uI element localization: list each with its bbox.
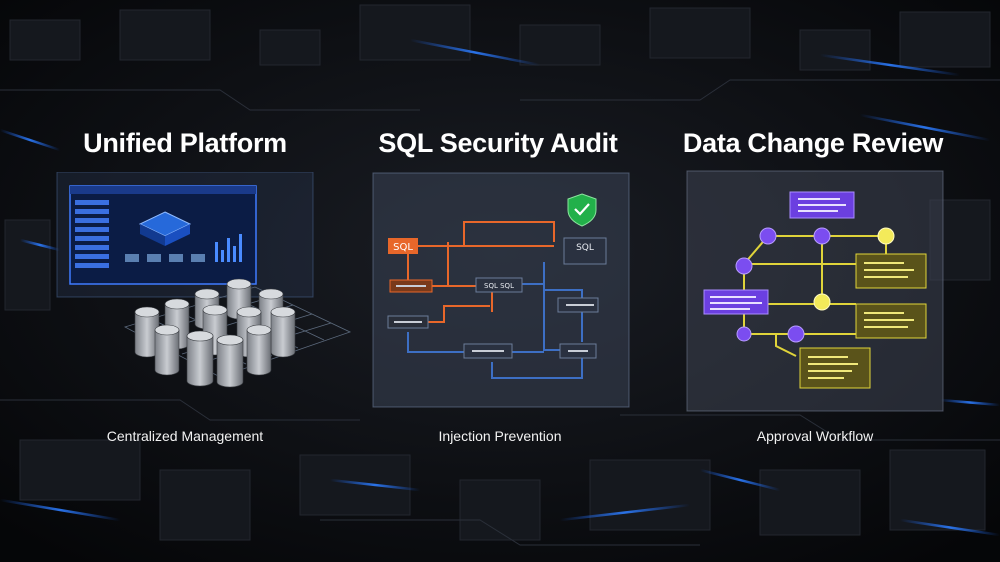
unified-platform-illustration — [55, 172, 355, 407]
database-cylinder-icon — [134, 278, 296, 388]
shield-check-icon — [567, 193, 597, 227]
sql-sql-node-label: SQL SQL — [484, 282, 514, 290]
card-title-sql-security-audit: SQL Security Audit — [378, 128, 618, 158]
card-title-unified-platform: Unified Platform — [83, 128, 287, 158]
approval-workflow-diagram — [686, 170, 944, 412]
sql-target-label: SQL — [576, 243, 594, 253]
sql-source-label: SQL — [393, 242, 413, 253]
card-caption-centralized-management: Centralized Management — [106, 428, 264, 444]
card-caption-injection-prevention: Injection Prevention — [438, 428, 562, 444]
card-title-data-change-review: Data Change Review — [682, 128, 944, 158]
sql-audit-diagram: SQL SQL SQL SQL — [372, 172, 630, 408]
card-caption-approval-workflow: Approval Workflow — [756, 428, 874, 444]
